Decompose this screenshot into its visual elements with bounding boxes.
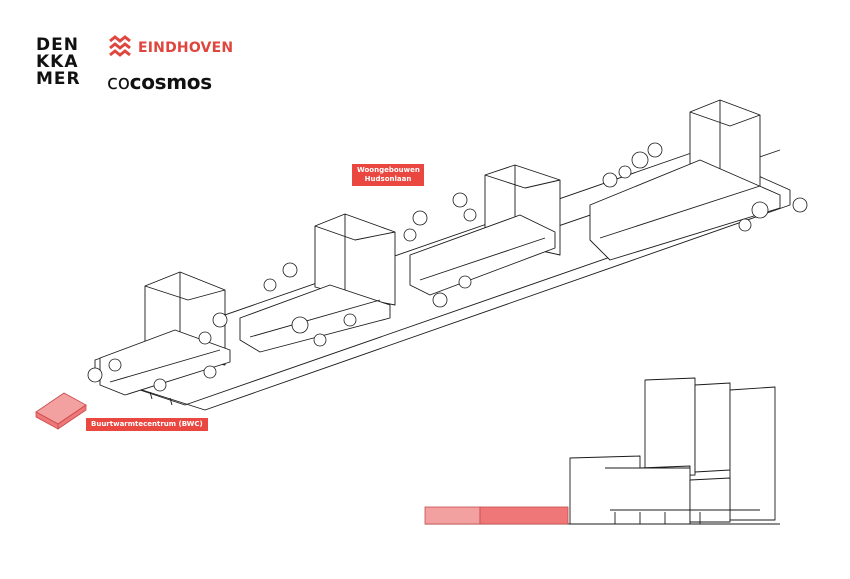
cocosmos-logo-name: cosmos (129, 70, 212, 94)
tower-block-4 (589, 99, 781, 261)
cocosmos-logo-prefix: co (107, 70, 130, 94)
cocosmos-logo: cocosmos (107, 70, 212, 94)
label-woongebouwen-line-2: Hudsonlaan (364, 175, 412, 183)
bwc-building-axonometric (35, 392, 87, 430)
denkkamer-line-3: MER (36, 69, 81, 89)
tower-block-1 (99, 271, 231, 396)
tower-block-3 (409, 164, 561, 296)
label-bwc: Buurtwarmtecentrum (BWC) (86, 418, 208, 431)
label-woongebouwen-line-1: Woongebouwen (357, 166, 420, 174)
denkkamer-line-2: KKA (36, 52, 79, 72)
tree-clusters (87, 142, 808, 392)
label-woongebouwen: Woongebouwen Hudsonlaan (352, 164, 424, 186)
tower-block-2 (239, 213, 396, 353)
denkkamer-logo: DEN KKA MER (36, 37, 81, 88)
denkkamer-line-1: DEN (36, 35, 79, 55)
eindhoven-logo-icon (109, 35, 131, 57)
elevation-sketch (424, 377, 780, 525)
eindhoven-logo-text: EINDHOVEN (138, 40, 234, 56)
